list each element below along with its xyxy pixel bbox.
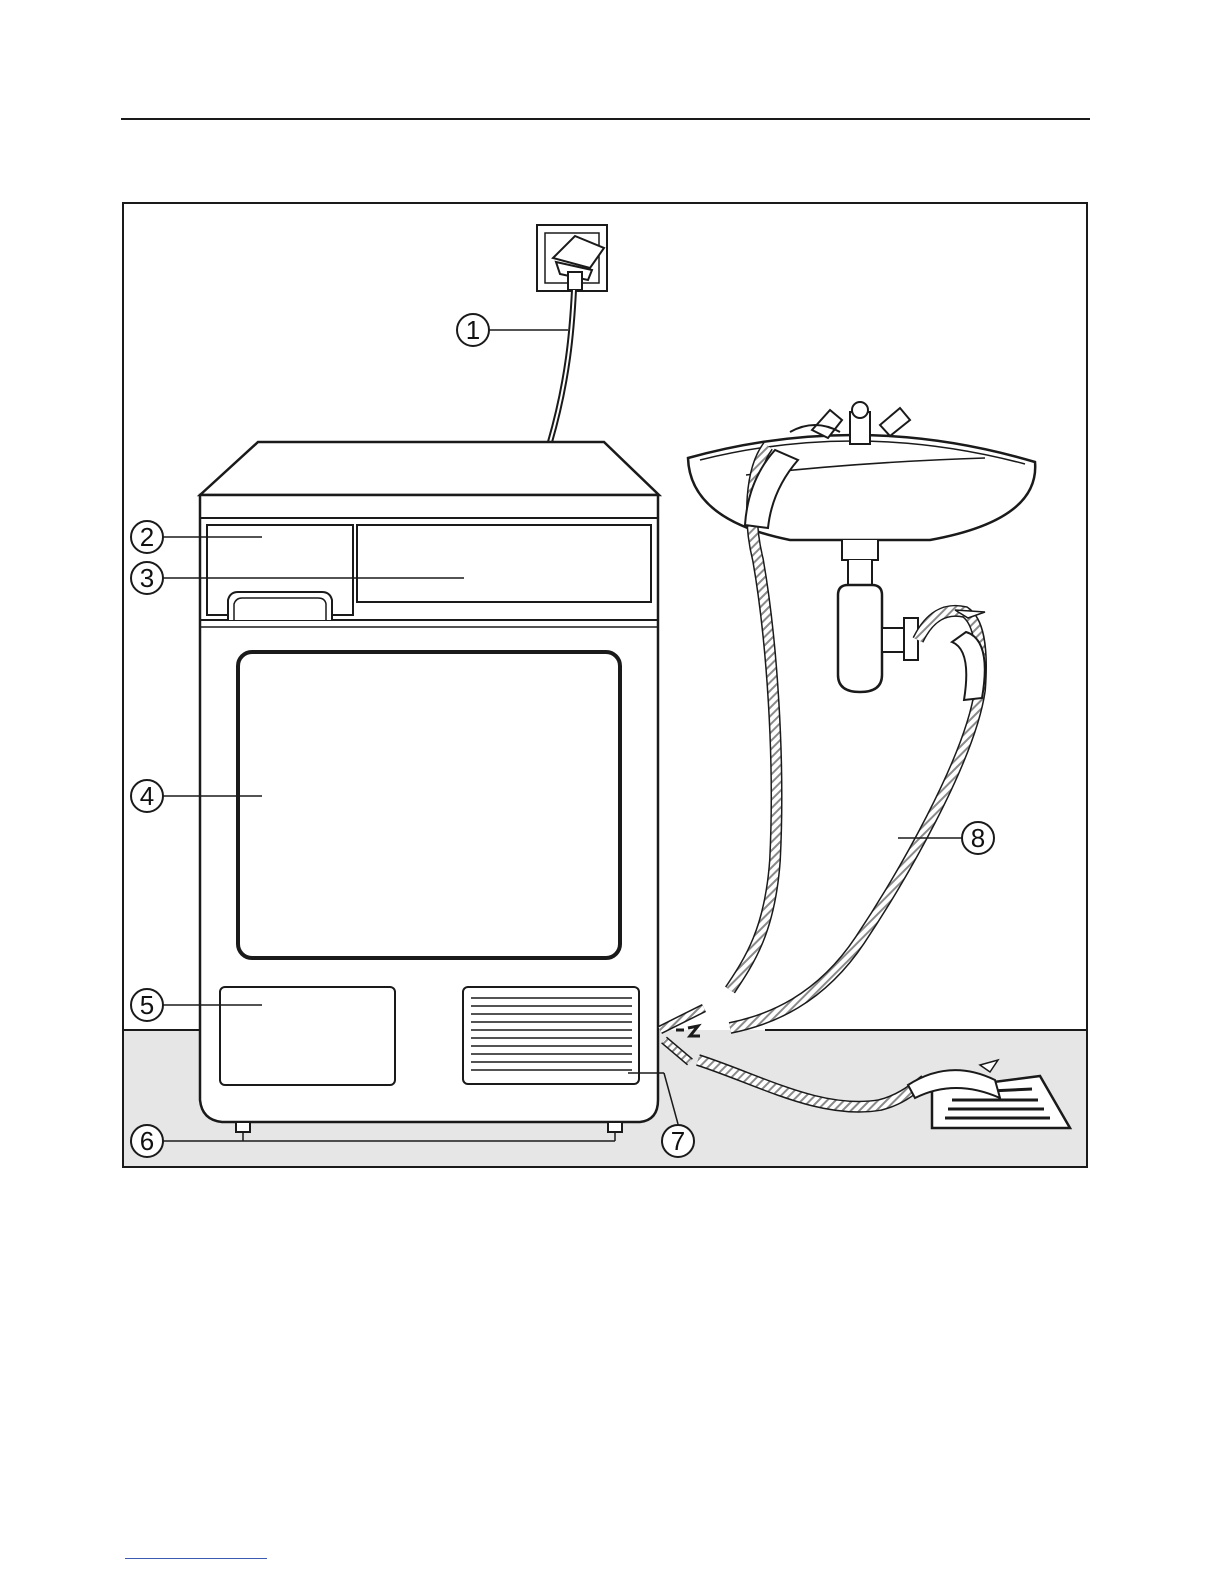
callout-3: 3 (131, 562, 163, 594)
svg-text:3: 3 (140, 563, 154, 593)
adjustable-foot-left (236, 1122, 250, 1132)
dryer (200, 442, 659, 1132)
callout-7: 7 (662, 1125, 694, 1157)
svg-text:5: 5 (140, 990, 154, 1020)
heat-exchanger-flap (220, 987, 395, 1085)
svg-text:1: 1 (466, 315, 480, 345)
wall-socket (537, 225, 607, 291)
callout-2: 2 (131, 521, 163, 553)
svg-text:2: 2 (140, 522, 154, 552)
callout-6: 6 (131, 1125, 163, 1157)
callout-1: 1 (457, 314, 489, 346)
svg-text:7: 7 (671, 1126, 685, 1156)
callout-5: 5 (131, 989, 163, 1021)
svg-text:6: 6 (140, 1126, 154, 1156)
door (238, 652, 620, 958)
svg-text:4: 4 (140, 781, 154, 811)
control-panel (357, 525, 651, 602)
callout-4: 4 (131, 780, 163, 812)
adjustable-foot-right (608, 1122, 622, 1132)
footer-rule (125, 1558, 267, 1559)
callout-8: 8 (962, 822, 994, 854)
svg-text:8: 8 (971, 823, 985, 853)
